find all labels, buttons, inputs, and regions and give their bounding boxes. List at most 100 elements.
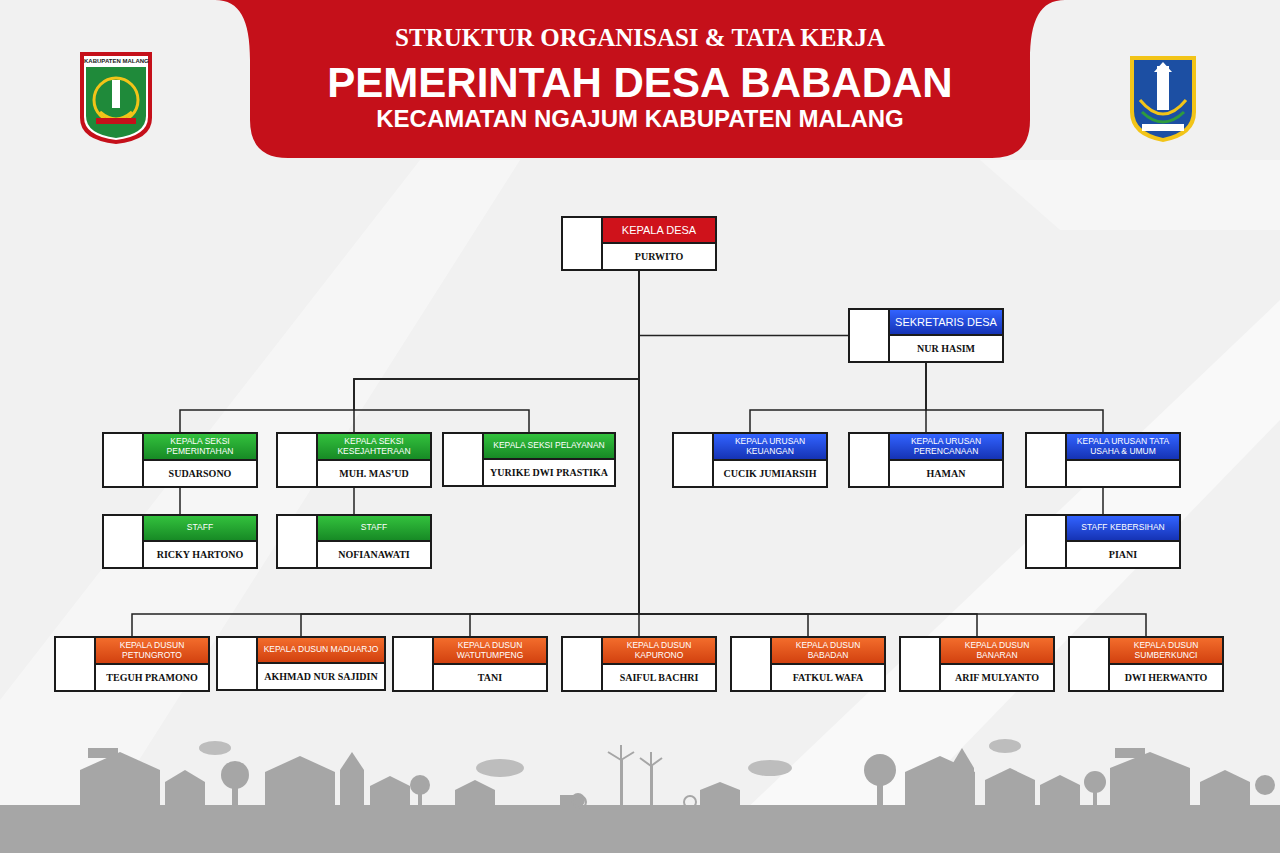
role-header: KEPALA DUSUN PETUNGROTO [96,636,210,665]
role-title: KEPALA URUSAN PERENCANAAN [894,437,998,456]
person-name: AKHMAD NUR SAJIDIN [264,671,377,683]
org-box: KEPALA DUSUN SUMBERKUNCI DWI HERWANTO [1068,636,1224,692]
org-box: KEPALA DESAPURWITO [561,216,717,271]
connector-line [132,271,639,636]
role-header: KEPALA DUSUN MADUARJO [258,636,386,664]
name-field: PIANI [1067,542,1181,569]
person-name: FATKUL WAFA [793,672,864,684]
person-name: NOFIANAWATI [338,549,410,561]
photo-frame [54,636,96,692]
name-field: DWI HERWANTO [1110,665,1224,692]
org-box: KEPALA DUSUN PETUNGROTOTEGUH PRAMONO [54,636,210,692]
role-header: KEPALA DESA [603,216,717,244]
role-card: KEPALA DUSUN WATUTUMPENG TANI [434,636,548,692]
person-name: TANI [478,672,502,684]
role-card: KEPALA DUSUN BABADAN FATKUL WAFA [772,636,886,692]
role-title: KEPALA SEKSI PELAYANAN [493,441,605,450]
role-card: SEKRETARIS DESA NUR HASIM [890,308,1004,363]
name-field: NUR HASIM [890,336,1004,363]
connector-line [750,363,926,432]
org-box: KEPALA DUSUN BABADAN FATKUL WAFA [730,636,886,692]
role-header: KEPALA URUSAN TATA USAHA & UMUM [1067,432,1181,461]
photo-frame [1025,432,1067,488]
role-header: KEPALA SEKSI PEMERINTAHAN [144,432,258,461]
role-title: KEPALA DUSUN MADUARJO [264,645,379,654]
role-card: STAFF RICKY HARTONO [144,514,258,569]
connector-line [639,271,848,336]
name-field: SUDARSONO [144,461,258,488]
role-title: KEPALA SEKSI PEMERINTAHAN [148,437,252,456]
photo-frame [672,432,714,488]
org-box: KEPALA DUSUN BANARANARIF MULYANTO [899,636,1055,692]
role-header: STAFF [144,514,258,542]
connector-line [179,488,181,514]
role-title: KEPALA DESA [622,224,696,236]
person-name: PIANI [1109,549,1137,561]
name-field: HAMAN [890,461,1004,488]
chart-subtitle: PEMERINTAH DESA BABADAN [0,60,1280,106]
role-header: STAFF [318,514,432,542]
connector-line [354,271,639,432]
person-name: SUDARSONO [169,468,232,480]
name-field [1067,461,1181,488]
org-box: KEPALA URUSAN TATA USAHA & UMUM [1025,432,1181,488]
person-name: RICKY HARTONO [157,549,244,561]
name-field: TANI [434,665,548,692]
name-field: AKHMAD NUR SAJIDIN [258,664,386,691]
name-field: FATKUL WAFA [772,665,886,692]
role-title: KEPALA URUSAN TATA USAHA & UMUM [1071,437,1175,456]
role-header: KEPALA DUSUN BABADAN [772,636,886,665]
name-field: NOFIANAWATI [318,542,432,569]
person-name: NUR HASIM [917,343,975,355]
role-title: KEPALA DUSUN PETUNGROTO [100,641,204,660]
role-title: KEPALA DUSUN WATUTUMPENG [438,641,542,660]
photo-frame [848,308,890,363]
name-field: MUH. MAS’UD [318,461,432,488]
org-box: KEPALA SEKSI KESEJAHTERAAN MUH. MAS’UD [276,432,432,488]
name-field: YURIKE DWI PRASTIKA [484,460,616,487]
role-title: KEPALA DUSUN BABADAN [776,641,880,660]
org-box: KEPALA DUSUN KAPURONOSAIFUL BACHRI [561,636,717,692]
name-field: SAIFUL BACHRI [603,665,717,692]
org-box: KEPALA DUSUN WATUTUMPENG TANI [392,636,548,692]
role-title: STAFF [187,523,213,532]
photo-frame [561,636,603,692]
photo-frame [102,514,144,569]
role-card: KEPALA DUSUN BANARANARIF MULYANTO [941,636,1055,692]
photo-frame [392,636,434,692]
village-silhouette [0,748,1280,853]
org-box: KEPALA SEKSI PEMERINTAHAN SUDARSONO [102,432,258,488]
org-box: STAFF KEBERSIHANPIANI [1025,514,1181,569]
person-name: SAIFUL BACHRI [620,672,699,684]
role-card: KEPALA DESAPURWITO [603,216,717,271]
role-header: KEPALA DUSUN SUMBERKUNCI [1110,636,1224,665]
org-box: KEPALA SEKSI PELAYANAN YURIKE DWI PRASTIK… [442,432,616,487]
role-title: KEPALA SEKSI KESEJAHTERAAN [322,437,426,456]
role-card: KEPALA URUSAN TATA USAHA & UMUM [1067,432,1181,488]
org-box: STAFF NOFIANAWATI [276,514,432,569]
role-card: STAFF NOFIANAWATI [318,514,432,569]
district-logo [80,52,152,144]
person-name: HAMAN [927,468,966,480]
role-card: STAFF KEBERSIHANPIANI [1067,514,1181,569]
person-name: DWI HERWANTO [1125,672,1208,684]
role-header: KEPALA DUSUN WATUTUMPENG [434,636,548,665]
windmill [574,745,696,808]
role-card: KEPALA SEKSI PELAYANAN YURIKE DWI PRASTIK… [484,432,616,487]
role-card: KEPALA SEKSI PEMERINTAHAN SUDARSONO [144,432,258,488]
photo-frame [102,432,144,488]
role-card: KEPALA DUSUN PETUNGROTOTEGUH PRAMONO [96,636,210,692]
photo-frame [848,432,890,488]
connector-line [180,271,639,432]
chart-subtitle: KECAMATAN NGAJUM KABUPATEN MALANG [0,106,1280,132]
role-title: STAFF [361,523,387,532]
photo-frame [730,636,772,692]
role-title: SEKRETARIS DESA [895,316,997,328]
connector-line [1102,488,1104,514]
connector-line [353,488,355,514]
role-header: KEPALA URUSAN KEUANGAN [714,432,828,461]
person-name: MUH. MAS’UD [339,468,408,480]
logo-text: KABUPATEN MALANG [84,58,148,65]
connector-line [470,271,639,636]
